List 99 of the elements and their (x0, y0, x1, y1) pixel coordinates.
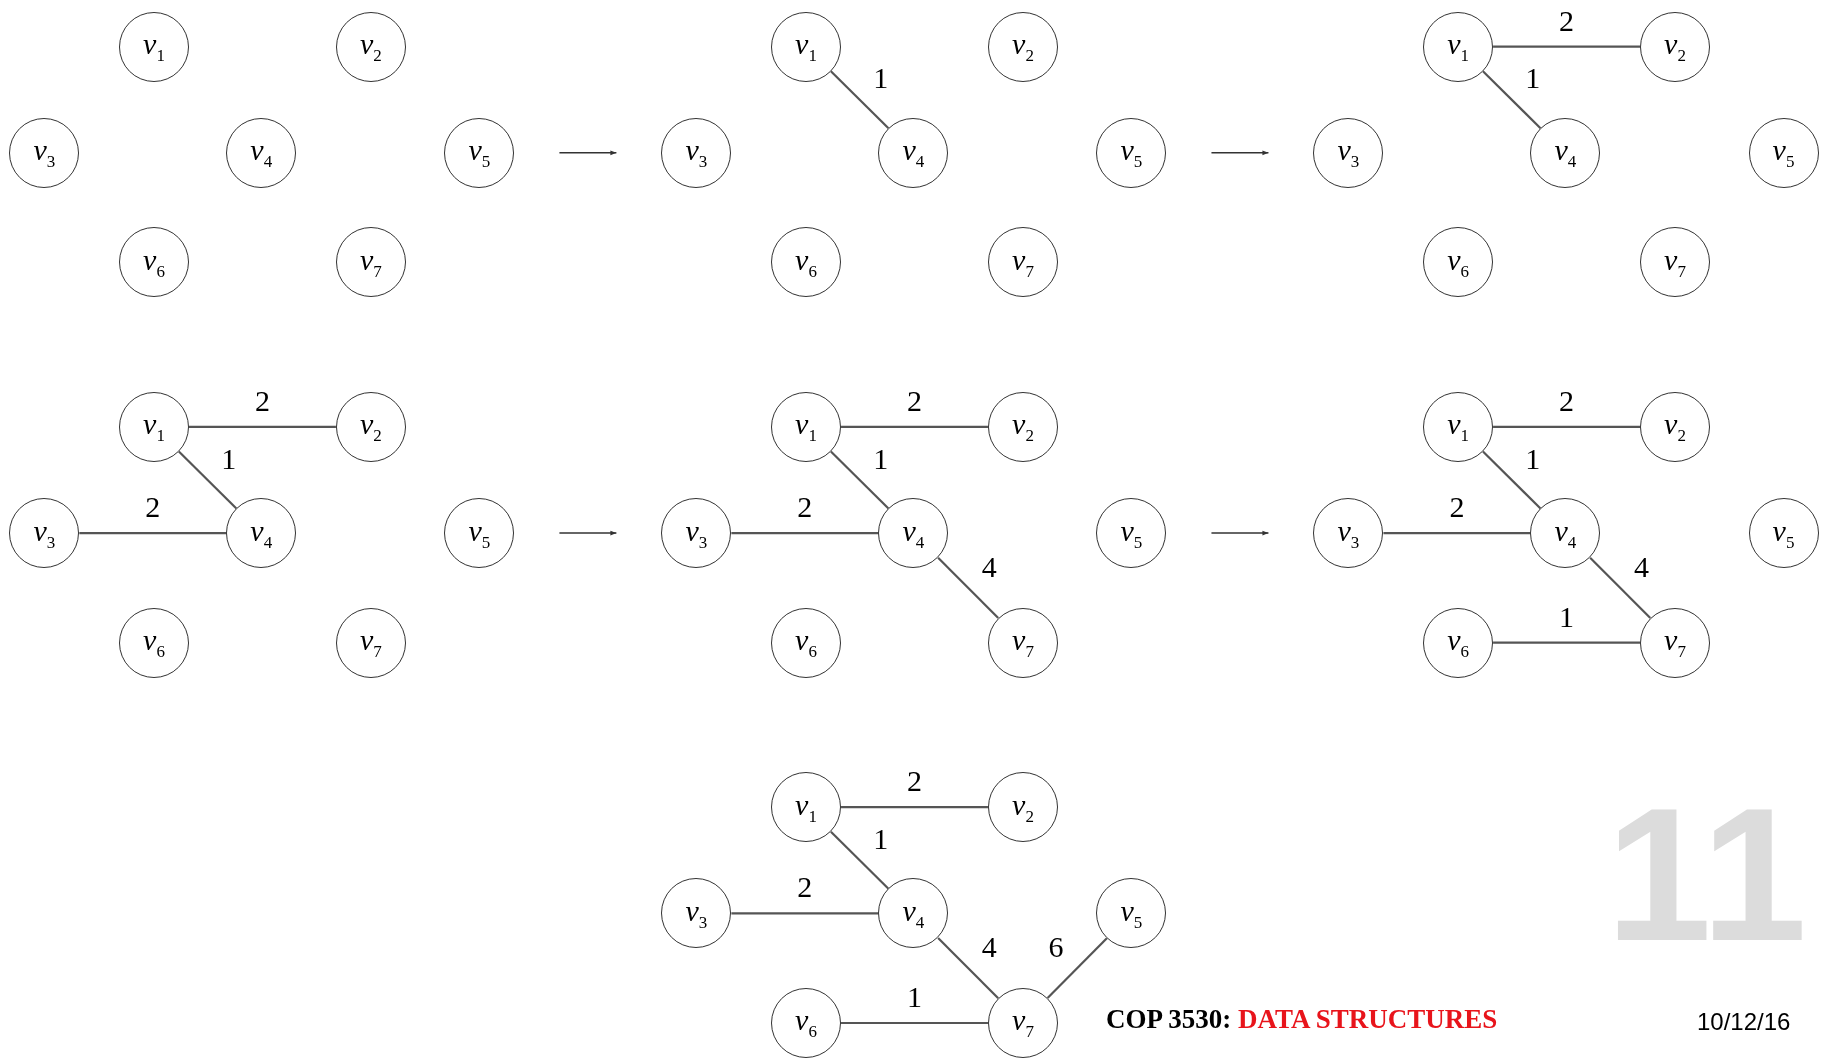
vertex-label: v$_{1}$ (795, 29, 817, 65)
edge-label: 4 (1633, 551, 1649, 582)
edge-label: 4 (981, 551, 997, 582)
course-title: DATA STRUCTURES (1238, 1006, 1498, 1033)
edge-line (841, 425, 988, 429)
vertex-label: v$_{6}$ (795, 244, 817, 280)
vertex-label: v$_{6}$ (143, 244, 165, 280)
vertex-label: v$_{5}$ (1120, 895, 1143, 931)
edge-label: 2 (907, 385, 922, 416)
vertex-label: v$_{4}$ (250, 515, 273, 551)
vertex-label: v$_{3}$ (685, 895, 708, 931)
edge-label: 1 (873, 63, 889, 94)
vertex-label: v$_{6}$ (143, 625, 165, 661)
vertex-label: v$_{5}$ (1120, 135, 1143, 171)
edge-label: 1 (907, 981, 922, 1012)
edge-label: 1 (1525, 63, 1541, 94)
vertex-label: v$_{3}$ (1337, 515, 1360, 551)
edge-line (937, 937, 999, 999)
edge-label: 1 (221, 443, 237, 474)
vertex-label: v$_{2}$ (1664, 29, 1686, 65)
vertex-label: v$_{1}$ (1447, 409, 1469, 445)
vertex-label: v$_{5}$ (468, 135, 491, 171)
edge-label: 1 (873, 443, 889, 474)
edge-line (188, 425, 336, 429)
vertex-label: v$_{1}$ (795, 409, 817, 445)
vertex-label: v$_{5}$ (1120, 515, 1143, 551)
edge-label: 2 (907, 766, 922, 797)
edge-label: 2 (1449, 492, 1465, 523)
vertex-label: v$_{7}$ (360, 244, 382, 280)
course-code: COP 3530: (1106, 1006, 1232, 1033)
vertex-label: v$_{2}$ (1012, 789, 1034, 825)
vertex-label: v$_{7}$ (360, 625, 382, 661)
edge-line (1493, 45, 1641, 48)
vertex-label: v$_{2}$ (360, 409, 382, 445)
vertex-label: v$_{5}$ (1772, 135, 1795, 171)
vertex-label: v$_{6}$ (795, 625, 817, 661)
vertex-label: v$_{3}$ (685, 515, 708, 551)
edge-label: 2 (797, 872, 813, 903)
vertex-label: v$_{6}$ (1447, 625, 1469, 661)
edge-label: 4 (981, 931, 997, 962)
vertex-label: v$_{7}$ (1012, 625, 1034, 661)
edge-line (1482, 70, 1542, 129)
edge-line (937, 557, 999, 619)
vertex-label: v$_{6}$ (795, 1005, 817, 1041)
edge-line (1383, 531, 1531, 535)
edge-label: 1 (1525, 443, 1541, 474)
vertex-label: v$_{1}$ (1447, 29, 1469, 65)
edge-line (830, 831, 890, 890)
edge-label: 2 (145, 492, 161, 523)
vertex-label: v$_{4}$ (902, 135, 925, 171)
vertex-label: v$_{1}$ (143, 29, 165, 65)
edge-label: 2 (1559, 5, 1575, 36)
edge-label: 6 (1048, 932, 1064, 963)
arrow (1210, 530, 1270, 536)
vertex-label: v$_{7}$ (1012, 244, 1034, 280)
vertex-label: v$_{6}$ (1447, 244, 1469, 280)
edge-line (731, 912, 879, 915)
vertex-label: v$_{2}$ (1664, 409, 1686, 445)
vertex-label: v$_{5}$ (1772, 515, 1795, 551)
edge-label: 2 (1559, 385, 1575, 416)
vertex-label: v$_{5}$ (468, 515, 491, 551)
vertex-label: v$_{3}$ (685, 135, 708, 171)
vertex-label: v$_{4}$ (1554, 135, 1577, 171)
edge-line (841, 1021, 988, 1025)
arrow (558, 150, 618, 156)
vertex-label: v$_{1}$ (795, 789, 817, 825)
vertex-label: v$_{4}$ (902, 895, 925, 931)
vertex-label: v$_{2}$ (1012, 409, 1034, 445)
vertex-label: v$_{7}$ (1012, 1005, 1034, 1041)
edge-line (731, 531, 879, 535)
arrow (558, 530, 618, 536)
vertex-label: v$_{3}$ (33, 135, 56, 171)
edge-label: 2 (797, 492, 813, 523)
vertex-label: v$_{4}$ (250, 135, 273, 171)
vertex-label: v$_{4}$ (902, 515, 925, 551)
vertex-label: v$_{3}$ (33, 515, 56, 551)
edge-line (830, 450, 890, 510)
edge-line (830, 70, 890, 129)
edge-line (79, 531, 227, 535)
edge-label: 1 (873, 823, 889, 854)
edge-label: 2 (254, 385, 270, 416)
vertex-label: v$_{7}$ (1664, 244, 1686, 280)
arrow (1210, 150, 1270, 156)
edge-line (1589, 557, 1652, 619)
vertex-label: v$_{1}$ (143, 409, 165, 445)
edge-line (841, 806, 988, 809)
edge-label: 1 (1559, 601, 1575, 632)
date-label: 10/12/16 (1697, 1010, 1791, 1034)
vertex-label: v$_{4}$ (1554, 515, 1577, 551)
edge-line (1493, 425, 1641, 429)
edge-line (1482, 450, 1542, 510)
vertex-label: v$_{7}$ (1664, 625, 1686, 661)
edge-line (178, 450, 238, 510)
vertex-circle (987, 987, 1058, 1058)
edge-line (1493, 641, 1641, 644)
vertex-label: v$_{3}$ (1337, 135, 1360, 171)
vertex-label: v$_{2}$ (1012, 29, 1034, 65)
vertex-label: v$_{2}$ (360, 29, 382, 65)
edge-line (1046, 937, 1108, 999)
